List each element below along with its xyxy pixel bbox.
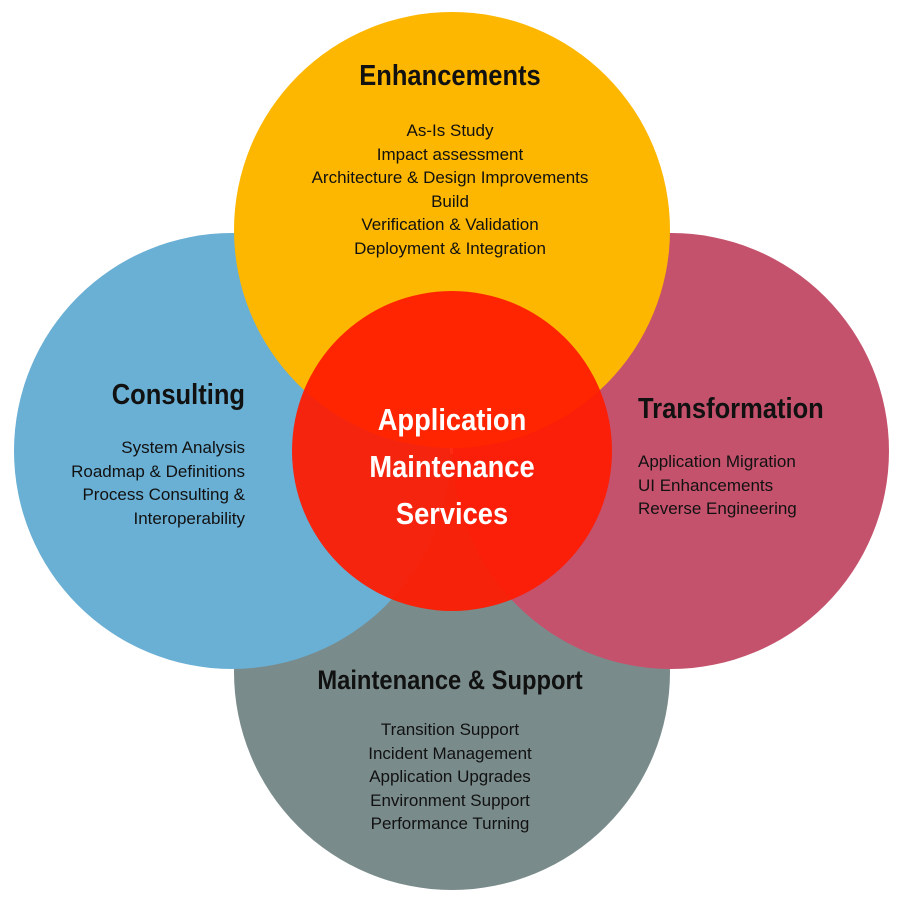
list-item: Impact assessment	[376, 144, 524, 164]
center-title-line: Services	[395, 496, 509, 531]
list-item: Verification & Validation	[361, 215, 539, 234]
list-item: Transition Support	[380, 720, 520, 739]
list-item: As-Is Study	[406, 121, 494, 140]
list-item: Performance Turning	[370, 814, 530, 833]
enhancements-title: Enhancements	[359, 60, 541, 92]
maintenance-title: Maintenance & Support	[317, 665, 583, 695]
list-item: Environment Support	[370, 790, 530, 810]
maintenance-list: Transition Support Incident Management A…	[250, 718, 650, 836]
list-item: Incident Management	[368, 743, 532, 763]
list-item: Deployment & Integration	[354, 238, 546, 258]
enhancements-list: As-Is Study Impact assessment Architectu…	[250, 119, 650, 260]
list-item: Build	[431, 191, 469, 211]
list-item: System Analysis	[121, 438, 245, 457]
list-item: Architecture & Design Improvements	[311, 168, 589, 187]
list-item: Process Consulting &	[82, 485, 245, 504]
center-title-line: Application	[377, 402, 527, 437]
center-circle	[292, 291, 612, 611]
list-item: Application Upgrades	[369, 767, 531, 786]
center-title: Application Maintenance Services	[311, 396, 593, 537]
transformation-list: Application Migration UI Enhancements Re…	[638, 450, 888, 521]
list-item: Reverse Engineering	[638, 499, 797, 518]
list-item: UI Enhancements	[638, 475, 774, 495]
consulting-title: Consulting	[111, 379, 246, 411]
center-title-line: Maintenance	[369, 449, 535, 484]
list-item: Application Migration	[638, 452, 796, 471]
consulting-list: System Analysis Roadmap & Definitions Pr…	[20, 436, 245, 530]
list-item: Roadmap & Definitions	[71, 461, 245, 481]
list-item: Interoperability	[133, 508, 245, 528]
transformation-title: Transformation	[638, 393, 824, 425]
